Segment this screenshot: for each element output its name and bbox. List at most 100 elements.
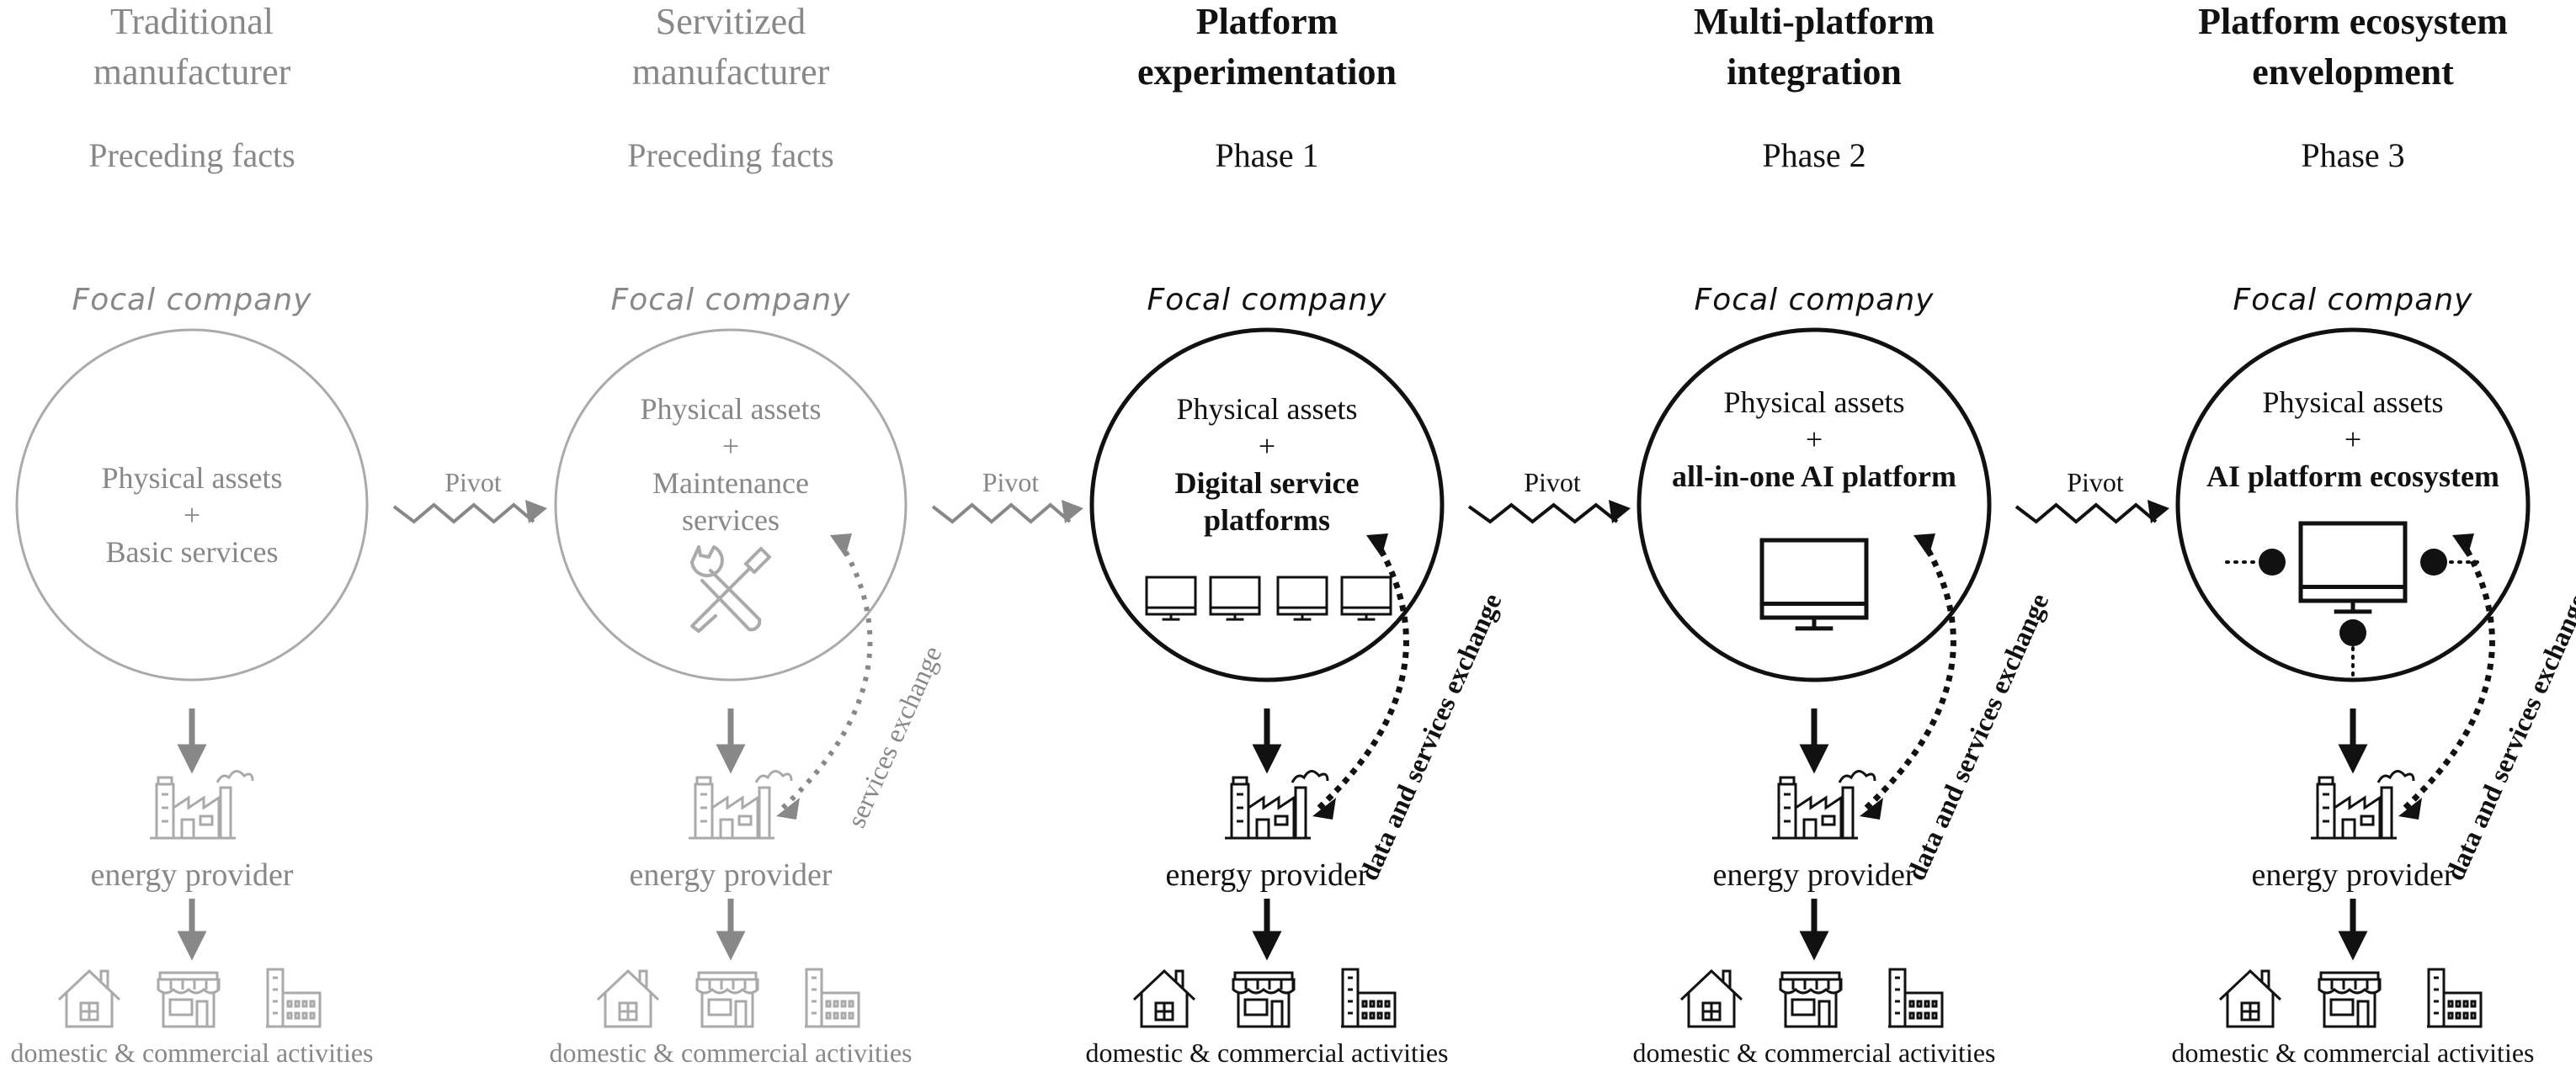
exchange-label: data and services exchange [1900, 589, 2054, 885]
four-monitors-icon [1145, 576, 1392, 621]
pivot-arrow: Pivot [931, 467, 1083, 524]
stage-subtitle: Phase 1 [1215, 136, 1318, 174]
focal-company-circle [2175, 327, 2531, 682]
circle-text-line: AI platform ecosystem [2206, 459, 2499, 493]
pivot-arrow: Pivot [1467, 467, 1631, 524]
energy-provider-label: energy provider [2252, 857, 2455, 893]
exchange-label: services exchange [840, 641, 947, 831]
circle-text-line: Basic services [106, 535, 279, 569]
exchange-arrow: data and services exchange [1860, 533, 2054, 884]
shop-icon [157, 971, 221, 1028]
exchange-label: data and services exchange [1353, 589, 1507, 885]
single-monitor-icon [1759, 538, 1869, 631]
focal-company-label: Focal company [1695, 283, 1935, 317]
pivot-arrow: Pivot [2014, 467, 2169, 524]
focal-company-circle [1089, 327, 1445, 682]
pivot-label: Pivot [982, 467, 1040, 497]
stage-title: integration [1727, 51, 1902, 93]
stage-title: Servitized [656, 1, 806, 42]
exchange-arrow: services exchange [776, 533, 948, 832]
pivot-arrow: Pivot [392, 467, 547, 524]
circle-text-line: services [682, 503, 780, 537]
zigzag-arrow-icon [1467, 502, 1619, 524]
stage-subtitle: Preceding facts [88, 136, 295, 174]
circle-text-line: platforms [1204, 503, 1330, 537]
office-building-icon [266, 968, 322, 1028]
circle-text-line: + [722, 429, 739, 463]
zigzag-arrow-icon [931, 502, 1072, 524]
focal-company-label: Focal company [611, 283, 851, 317]
circle-text-line: Physical assets [641, 392, 822, 426]
focal-company-circle [1637, 327, 1992, 682]
energy-provider-label: energy provider [1166, 857, 1369, 893]
office-building-icon [2427, 968, 2483, 1028]
energy-provider-factory-icon [2311, 770, 2415, 840]
house-icon [1679, 969, 1743, 1028]
focal-company-circle [15, 328, 369, 682]
zigzag-arrow-icon [2014, 502, 2158, 524]
energy-provider-factory-icon [1225, 770, 1329, 840]
activities-label: domestic & commercial activities [550, 1038, 913, 1068]
pivot-label: Pivot [444, 467, 502, 497]
circle-text-line: + [2344, 422, 2361, 456]
stage-title: Multi-platform [1694, 1, 1935, 42]
zigzag-arrow-icon [392, 502, 535, 524]
shop-icon [1232, 971, 1296, 1028]
office-building-icon [1888, 968, 1944, 1028]
wrench-screwdriver-icon [690, 545, 771, 633]
house-icon [2218, 969, 2282, 1028]
stage-title: Platform [1196, 1, 1339, 42]
stage-subtitle: Preceding facts [627, 136, 833, 174]
circle-text-line: Physical assets [102, 461, 283, 495]
focal-company-circle [554, 328, 907, 682]
focal-company-label: Focal company [72, 283, 312, 317]
focal-company-label: Focal company [1147, 283, 1387, 317]
shop-icon [1779, 971, 1843, 1028]
stage-title: envelopment [2252, 51, 2454, 93]
monitor-ecosystem-icon [2225, 521, 2481, 677]
focal-company-label: Focal company [2233, 283, 2473, 317]
activities-label: domestic & commercial activities [1633, 1038, 1996, 1068]
stage-title: Platform ecosystem [2198, 1, 2508, 42]
energy-provider-label: energy provider [1713, 857, 1916, 893]
stage-title: manufacturer [632, 51, 830, 93]
office-building-icon [1341, 968, 1397, 1028]
house-icon [1132, 969, 1196, 1028]
house-icon [596, 969, 660, 1028]
circle-text-line: Physical assets [1177, 392, 1358, 426]
circle-text-line: Maintenance [652, 466, 809, 500]
house-icon [57, 969, 121, 1028]
circle-text-line: + [1259, 429, 1275, 463]
energy-provider-factory-icon [689, 770, 793, 840]
energy-provider-factory-icon [150, 770, 254, 840]
stage-title: experimentation [1137, 51, 1397, 93]
exchange-arrow: data and services exchange [2398, 533, 2576, 884]
shop-icon [2318, 971, 2382, 1028]
circle-text-line: Physical assets [1724, 385, 1905, 419]
activities-label: domestic & commercial activities [2172, 1038, 2535, 1068]
activities-label: domestic & commercial activities [11, 1038, 374, 1068]
energy-provider-label: energy provider [91, 857, 294, 893]
office-building-icon [805, 968, 860, 1028]
circle-text-line: + [184, 498, 200, 532]
energy-provider-factory-icon [1772, 770, 1876, 840]
shop-icon [695, 971, 759, 1028]
stage-subtitle: Phase 2 [1762, 136, 1865, 174]
exchange-label: data and services exchange [2439, 589, 2576, 885]
pivot-label: Pivot [1524, 467, 1581, 497]
activities-label: domestic & commercial activities [1086, 1038, 1449, 1068]
energy-provider-label: energy provider [630, 857, 833, 893]
stage-title: Traditional [110, 1, 274, 42]
circle-text-line: Physical assets [2263, 385, 2444, 419]
stage-subtitle: Phase 3 [2301, 136, 2404, 174]
circle-text-line: Digital service [1175, 466, 1360, 500]
pivot-label: Pivot [2067, 467, 2124, 497]
circle-text-line: + [1806, 422, 1823, 456]
circle-text-line: all-in-one AI platform [1672, 459, 1956, 493]
